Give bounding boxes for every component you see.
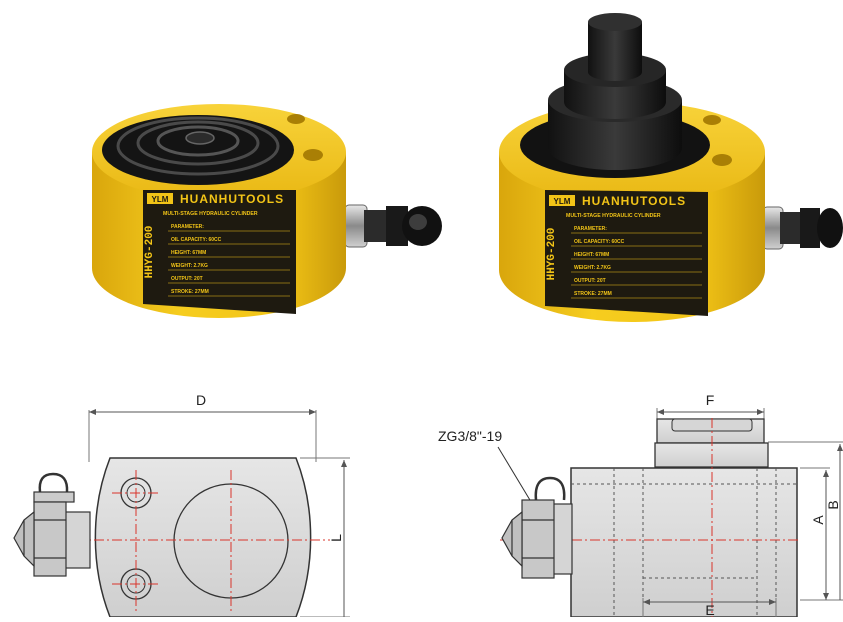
- spec-plate: YLM HUANHUTOOLS MULTI-STAGE HYDRAULIC CY…: [143, 190, 296, 314]
- plate-line: OIL CAPACITY: 60CC: [171, 237, 222, 243]
- plate-line: STROKE: 27MM: [171, 289, 209, 295]
- plate-line: HEIGHT: 67MM: [171, 250, 206, 256]
- hydraulic-coupler: [762, 206, 843, 250]
- plate-line: WEIGHT: 2.7KG: [171, 263, 208, 269]
- plate-lines: PARAMETER: OIL CAPACITY: 60CC HEIGHT: 67…: [574, 226, 625, 297]
- body-side-drawing: [570, 467, 798, 618]
- plate-line: OUTPUT: 20T: [574, 278, 606, 284]
- port-thread-label: ZG3/8"-19: [438, 428, 502, 444]
- dim-label-d: D: [196, 392, 206, 408]
- logo-text: YLM: [554, 197, 571, 206]
- plate-line: PARAMETER:: [574, 226, 607, 232]
- top-view-drawing: D L: [13, 392, 350, 618]
- hydraulic-coupler: [344, 204, 442, 248]
- plate-line: OUTPUT: 20T: [171, 276, 203, 282]
- dim-label-e: E: [705, 602, 714, 617]
- side-view-drawing: F A B E ZG3/: [438, 392, 843, 618]
- plate-line: WEIGHT: 2.7KG: [574, 265, 611, 271]
- hidden-lines: [571, 468, 797, 617]
- plate-line: PARAMETER:: [171, 224, 204, 230]
- plate-line: HEIGHT: 67MM: [574, 252, 609, 258]
- plate-heading: MULTI-STAGE HYDRAULIC CYLINDER: [163, 211, 258, 217]
- ram-plunger: [588, 22, 642, 81]
- centerlines: [40, 470, 330, 612]
- cylinder-photo-retracted: YLM HUANHUTOOLS MULTI-STAGE HYDRAULIC CY…: [92, 104, 442, 318]
- plate-heading: MULTI-STAGE HYDRAULIC CYLINDER: [566, 213, 661, 219]
- plate-lines: PARAMETER: OIL CAPACITY: 60CC HEIGHT: 67…: [171, 224, 222, 295]
- dim-label-f: F: [706, 392, 715, 408]
- dim-label-a: A: [810, 515, 826, 525]
- coupler-drawing: [13, 472, 91, 577]
- brand-name: HUANHUTOOLS: [180, 192, 284, 206]
- logo-text: YLM: [152, 195, 169, 204]
- model-code: HHYG-200: [144, 226, 156, 279]
- brand-name: HUANHUTOOLS: [582, 194, 686, 208]
- dim-label-b: B: [825, 500, 841, 509]
- dim-label-l: L: [328, 534, 344, 542]
- coupler-drawing: [501, 476, 573, 579]
- body-outline: [94, 457, 312, 618]
- plate-line: OIL CAPACITY: 60CC: [574, 239, 625, 245]
- model-code: HHYG-200: [546, 228, 558, 281]
- cylinder-photo-extended: YLM HUANHUTOOLS MULTI-STAGE HYDRAULIC CY…: [499, 13, 843, 322]
- plate-line: STROKE: 27MM: [574, 291, 612, 297]
- spec-plate: YLM HUANHUTOOLS MULTI-STAGE HYDRAULIC CY…: [545, 190, 708, 316]
